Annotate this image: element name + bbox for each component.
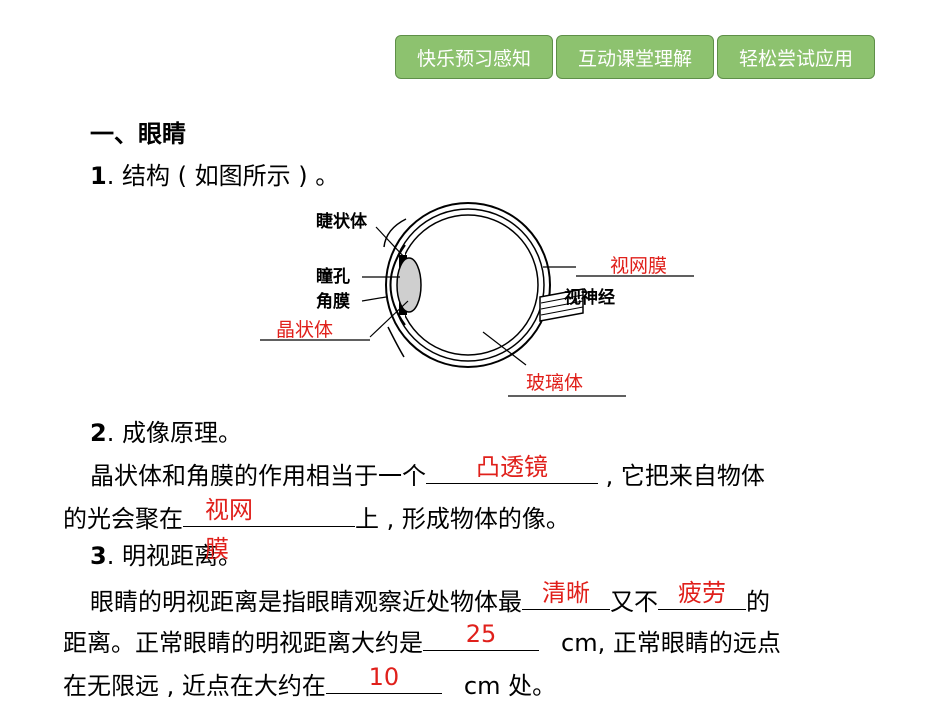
label-pupil: 瞳孔 bbox=[316, 266, 350, 287]
leader-vitreous bbox=[482, 331, 527, 366]
item-3-heading: 3. 明视距离。 bbox=[90, 540, 242, 572]
label-optic-nerve: 视神经 bbox=[564, 287, 615, 308]
item-1-text: . 结构 ( 如图所示 ) 。 bbox=[106, 162, 340, 190]
upper-eyelid bbox=[383, 218, 407, 248]
leader-lens bbox=[369, 300, 409, 338]
answer-lens: 晶状体 bbox=[276, 319, 333, 341]
lens-shape bbox=[396, 257, 422, 313]
blank-10cm[interactable]: 10 bbox=[325, 663, 442, 694]
para3-text: 眼睛的明视距离是指眼睛观察近处物体最 bbox=[90, 588, 522, 616]
para2-line1: 晶状体和角膜的作用相当于一个 凸透镜 , 它把来自物体 bbox=[90, 453, 765, 492]
blank-convex-lens[interactable]: 凸透镜 bbox=[426, 453, 598, 484]
answer-10: 10 bbox=[368, 663, 400, 691]
para3-text: cm 处。 bbox=[463, 672, 557, 700]
para3-text: cm, 正常眼睛的远点 bbox=[561, 629, 781, 657]
answer-vitreous: 玻璃体 bbox=[526, 372, 583, 394]
para2-text: , 它把来自物体 bbox=[598, 462, 765, 490]
blank-25cm[interactable]: 25 bbox=[423, 620, 539, 651]
blank-clear[interactable]: 清晰 bbox=[522, 579, 610, 610]
para3-text: 在无限远 , 近点在大约在 bbox=[63, 672, 326, 700]
para2-text: 的光会聚在 bbox=[63, 505, 183, 533]
tab-classroom[interactable]: 互动课堂理解 bbox=[556, 35, 714, 79]
para3-line3: 在无限远 , 近点在大约在 10 cm 处。 bbox=[63, 663, 557, 702]
item-1-heading: 1. 结构 ( 如图所示 ) 。 bbox=[90, 160, 339, 192]
para2-line2: 的光会聚在视网 上 , 形成物体的像。 bbox=[63, 496, 570, 535]
section-title: 一、眼睛 bbox=[90, 120, 186, 148]
answer-retina: 视网膜 bbox=[610, 255, 667, 277]
optic-nerve-fiber bbox=[540, 306, 584, 316]
answer-clear: 清晰 bbox=[542, 579, 590, 607]
optic-nerve-fiber bbox=[540, 294, 584, 304]
tab-preview[interactable]: 快乐预习感知 bbox=[395, 35, 553, 79]
item-2-number: 2 bbox=[90, 419, 107, 447]
label-cornea: 角膜 bbox=[316, 291, 350, 312]
para3-text: 距离。正常眼睛的明视距离大约是 bbox=[63, 629, 423, 657]
para2-text: 晶状体和角膜的作用相当于一个 bbox=[90, 462, 426, 490]
leader-cornea bbox=[361, 296, 387, 302]
overlay-char: 膜 bbox=[205, 535, 229, 563]
tab-practice[interactable]: 轻松尝试应用 bbox=[717, 35, 875, 79]
para2-text: 上 , 形成物体的像。 bbox=[355, 505, 570, 533]
para3-line1: 眼睛的明视距离是指眼睛观察近处物体最清晰又不疲劳的 bbox=[90, 579, 770, 618]
answer-retina-text: 视网 bbox=[205, 496, 253, 524]
answer-fatigue: 疲劳 bbox=[678, 579, 726, 607]
nav-tabs: 快乐预习感知 互动课堂理解 轻松尝试应用 bbox=[395, 35, 875, 79]
answer-25: 25 bbox=[465, 620, 497, 648]
item-3-number: 3 bbox=[90, 542, 107, 570]
para3-line2: 距离。正常眼睛的明视距离大约是 25 cm, 正常眼睛的远点 bbox=[63, 620, 781, 659]
label-ciliary-body: 睫状体 bbox=[316, 211, 368, 232]
sclera-outer bbox=[385, 202, 551, 368]
leader-ciliary-body bbox=[375, 226, 407, 260]
item-1-number: 1 bbox=[90, 162, 107, 190]
lower-eyelid bbox=[387, 326, 405, 358]
answer-convex-lens: 凸透镜 bbox=[476, 453, 548, 481]
item-3-text: . 明视距离。 bbox=[106, 542, 242, 570]
eye-diagram: 睫状体 瞳孔 角膜 晶状体 视网膜 视神经 玻璃体 bbox=[260, 202, 694, 397]
para3-text: 的 bbox=[746, 588, 770, 616]
blank-fatigue[interactable]: 疲劳 bbox=[658, 579, 746, 610]
blank-retina-text[interactable]: 视网 bbox=[183, 496, 355, 527]
item-2-text: . 成像原理。 bbox=[106, 419, 242, 447]
optic-nerve-fiber bbox=[540, 300, 584, 310]
para3-text: 又不 bbox=[610, 588, 658, 616]
item-2-heading: 2. 成像原理。 bbox=[90, 417, 242, 449]
